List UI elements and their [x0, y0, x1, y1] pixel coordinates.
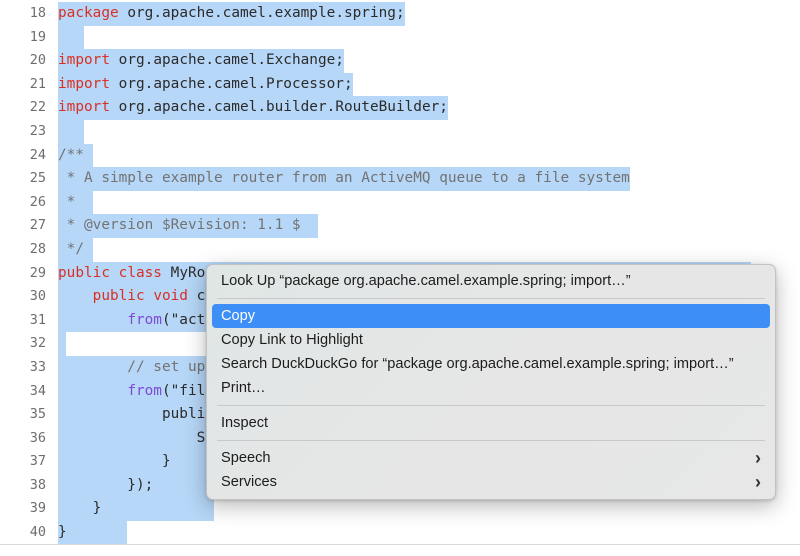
line-number: 35 [29, 406, 46, 423]
code-line-text: */ [58, 237, 93, 262]
code-line: 21 import org.apache.camel.Processor; [0, 72, 800, 97]
code-line-text: * @version $Revision: 1.1 $ [58, 214, 318, 238]
code-line-text: * A simple example router from an Active… [58, 167, 630, 191]
line-number: 33 [29, 358, 46, 375]
menu-item-copy[interactable]: Copy [212, 304, 770, 328]
selection-band: * [58, 190, 93, 215]
menu-item-inspect[interactable]: Inspect [212, 411, 770, 435]
code-line: 38 }); [0, 473, 800, 498]
selection-band: import org.apache.camel.Processor; [58, 72, 353, 97]
line-number: 34 [29, 382, 46, 399]
selection-band: * @version $Revision: 1.1 $ [58, 214, 318, 238]
line-number: 22 [29, 99, 46, 116]
code-line: 26 * [0, 190, 800, 215]
selection-band [58, 25, 84, 50]
code-line-text: /** [58, 143, 93, 168]
line-number: 30 [29, 288, 46, 305]
line-number: 40 [29, 524, 46, 541]
code-line: 19 [0, 25, 800, 50]
selection-band: * A simple example router from an Active… [58, 167, 630, 191]
line-number: 19 [29, 28, 46, 45]
menu-item-label: Copy Link to Highlight [221, 332, 363, 348]
code-line: 39 } [0, 497, 800, 522]
selection-band: /** [58, 143, 93, 168]
line-number: 18 [29, 5, 46, 21]
menu-item-look-up-package-org-apache-camel[interactable]: Look Up “package org.apache.camel.exampl… [212, 269, 770, 293]
code-line-text [58, 119, 84, 144]
chevron-right-icon: › [755, 448, 761, 468]
code-line: 24 /** [0, 143, 800, 168]
selection-band: } [58, 497, 214, 522]
selection-band: */ [58, 237, 93, 262]
selection-band: }); [58, 473, 249, 498]
code-line: 32 [0, 332, 800, 356]
line-number: 26 [29, 193, 46, 210]
line-number: 28 [29, 240, 46, 257]
code-line-text: } [58, 521, 128, 544]
line-number: 24 [29, 146, 46, 163]
menu-separator [217, 440, 765, 441]
selection-band: package org.apache.camel.example.spring; [58, 2, 405, 26]
menu-separator [217, 405, 765, 406]
line-number: 36 [29, 429, 46, 446]
line-number: 21 [29, 75, 46, 92]
line-number: 39 [29, 500, 46, 517]
code-line: 27 * @version $Revision: 1.1 $ [0, 214, 800, 238]
code-line-text: }); [58, 473, 249, 498]
code-line: 28 */ [0, 237, 800, 262]
line-number: 31 [29, 311, 46, 328]
context-menu[interactable]: Look Up “package org.apache.camel.exampl… [206, 264, 776, 500]
menu-item-search-duckduckgo-for-package-or[interactable]: Search DuckDuckGo for “package org.apach… [212, 352, 770, 376]
menu-item-print[interactable]: Print… [212, 376, 770, 400]
menu-item-label: Services [221, 474, 277, 490]
code-line: 23 [0, 119, 800, 144]
line-number: 20 [29, 52, 46, 69]
menu-item-label: Speech [221, 450, 271, 466]
code-line: 18 package org.apache.camel.example.sprin… [0, 2, 800, 26]
menu-item-label: Copy [221, 308, 256, 324]
code-line-text: import org.apache.camel.builder.RouteBui… [58, 96, 448, 120]
code-line-text: * [58, 190, 93, 215]
selection-band: } [58, 521, 128, 544]
line-number: 38 [29, 476, 46, 493]
menu-item-copy-link-to-highlight[interactable]: Copy Link to Highlight [212, 328, 770, 352]
menu-item-speech[interactable]: Speech › [212, 446, 770, 470]
code-line-text: package org.apache.camel.example.spring; [58, 2, 405, 26]
menu-separator [217, 298, 765, 299]
selection-band: import org.apache.camel.builder.RouteBui… [58, 96, 448, 120]
line-number: 29 [29, 264, 46, 281]
menu-item-label: Print… [221, 380, 266, 396]
code-line-text: } [58, 497, 214, 522]
code-line: 40} [0, 521, 800, 544]
code-line-text [58, 25, 84, 50]
line-number: 25 [29, 170, 46, 187]
menu-item-label: Inspect [221, 415, 269, 431]
code-line: 25 * A simple example router from an Act… [0, 167, 800, 191]
menu-item-label: Search DuckDuckGo for “package org.apach… [221, 356, 734, 372]
menu-item-services[interactable]: Services › [212, 470, 770, 494]
code-line-text: import org.apache.camel.Exchange; [58, 49, 344, 73]
code-line-text: import org.apache.camel.Processor; [58, 72, 353, 97]
line-number: 23 [29, 122, 46, 139]
code-line: 22 import org.apache.camel.builder.RouteB… [0, 96, 800, 120]
selection-band: import org.apache.camel.Exchange; [58, 49, 344, 73]
line-number: 37 [29, 453, 46, 470]
chevron-right-icon: › [755, 472, 761, 492]
line-number: 32 [29, 335, 46, 352]
menu-item-label: Look Up “package org.apache.camel.exampl… [221, 273, 631, 289]
selection-band [58, 119, 84, 144]
code-line: 20 import org.apache.camel.Exchange; [0, 49, 800, 73]
line-number: 27 [29, 217, 46, 234]
